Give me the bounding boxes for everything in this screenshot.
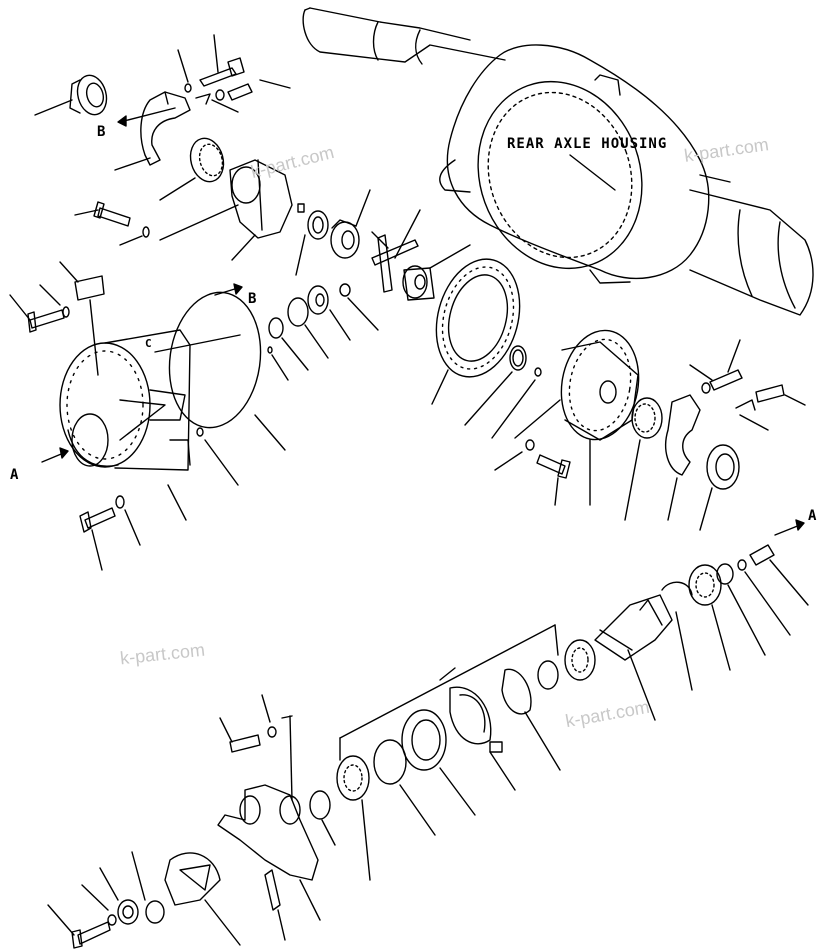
reference-b-label-mid: B xyxy=(248,291,257,307)
rear-axle-housing xyxy=(303,8,813,315)
reference-b-label-top: B xyxy=(97,124,106,140)
differential-gears xyxy=(268,190,541,438)
right-case-group xyxy=(495,324,805,530)
pinion-cage-group xyxy=(48,695,320,948)
reference-c-label: C xyxy=(145,337,152,350)
reference-a-label-left: A xyxy=(10,467,19,483)
left-bearing-cap-group xyxy=(35,35,292,260)
reference-a-label-right: A xyxy=(808,508,817,524)
rear-axle-housing-label: REAR AXLE HOUSING xyxy=(507,136,668,152)
pinion-shaft-group xyxy=(310,545,808,880)
differential-carrier xyxy=(10,262,285,570)
reference-arrows xyxy=(42,108,804,535)
